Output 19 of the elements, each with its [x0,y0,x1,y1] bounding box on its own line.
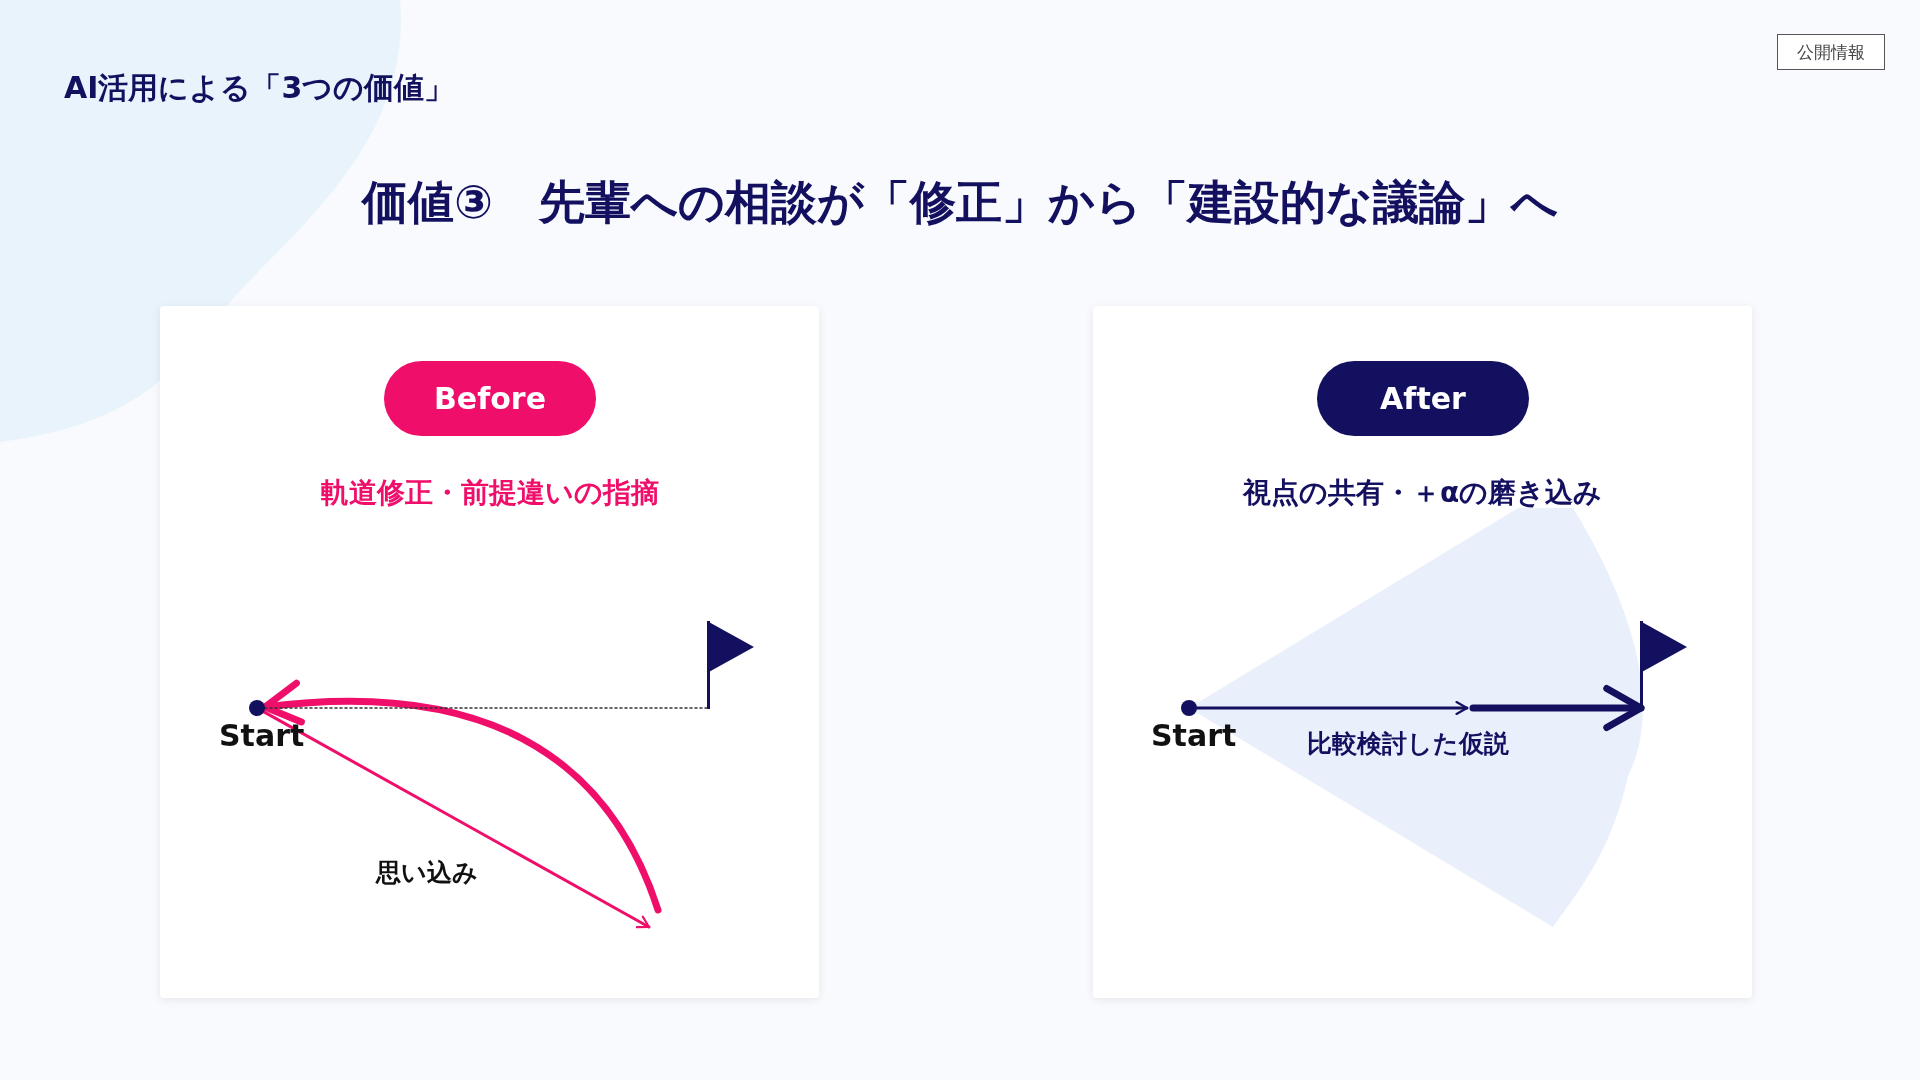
slide-title: 価値③ 先輩への相談が「修正」から「建設的な議論」へ [360,174,1559,231]
arrow [261,680,662,914]
panel-subtitle: 視点の共有・＋αの磨き込み [1241,475,1604,511]
panel-card [1093,306,1752,998]
arrow [262,710,651,929]
start-label: Start [219,718,305,753]
start-label: Start [1151,718,1237,753]
panel-card [160,306,819,998]
goal-flag-icon [707,621,755,709]
dotted-line [264,707,709,709]
edge-label: 比較検討した仮説 [1307,727,1509,760]
section-heading: AI活用による「3つの価値」 [64,69,455,107]
panel-subtitle: 軌道修正・前提違いの指摘 [319,475,660,511]
disclosure-tag: 公開情報 [1777,34,1885,70]
arrow [1469,684,1645,732]
arrow [1195,700,1469,716]
status-pill: Before [384,361,596,436]
status-pill: After [1317,361,1529,436]
edge-label: 思い込み [376,856,478,889]
